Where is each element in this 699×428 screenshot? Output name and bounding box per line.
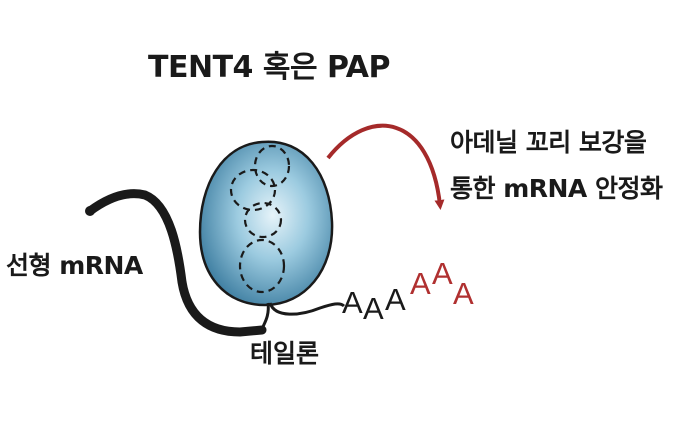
enzyme-tail-connector [260,302,270,331]
poly-a-added-letter-2: A [432,256,453,291]
stabilization-label-line-2: 통한 mRNA 안정화 [450,174,663,203]
stabilization-label-line-1: 아데닐 꼬리 보강을 [450,128,647,157]
linear-mrna-strand [85,189,267,337]
poly-a-letter-2: A [363,291,384,326]
poly-a-letter-3: A [385,282,406,317]
tailon-label: 테일론 [250,339,320,368]
curved-arrow [326,123,445,210]
enzyme-dashed-domains [229,144,291,294]
poly-a-added-letter-1: A [410,266,431,301]
poly-a-letter-1: A [342,285,363,320]
enzyme-title: TENT4 혹은 PAP [148,50,390,85]
mrna-thick-strand [85,189,267,337]
enzyme-blob [198,140,334,307]
stabilization-label: 아데닐 꼬리 보강을 통한 mRNA 안정화 [450,120,663,212]
tail-linker-line [268,302,346,316]
poly-a-added-letter-3: A [453,276,474,311]
linear-mrna-label: 선형 mRNA [6,251,143,280]
